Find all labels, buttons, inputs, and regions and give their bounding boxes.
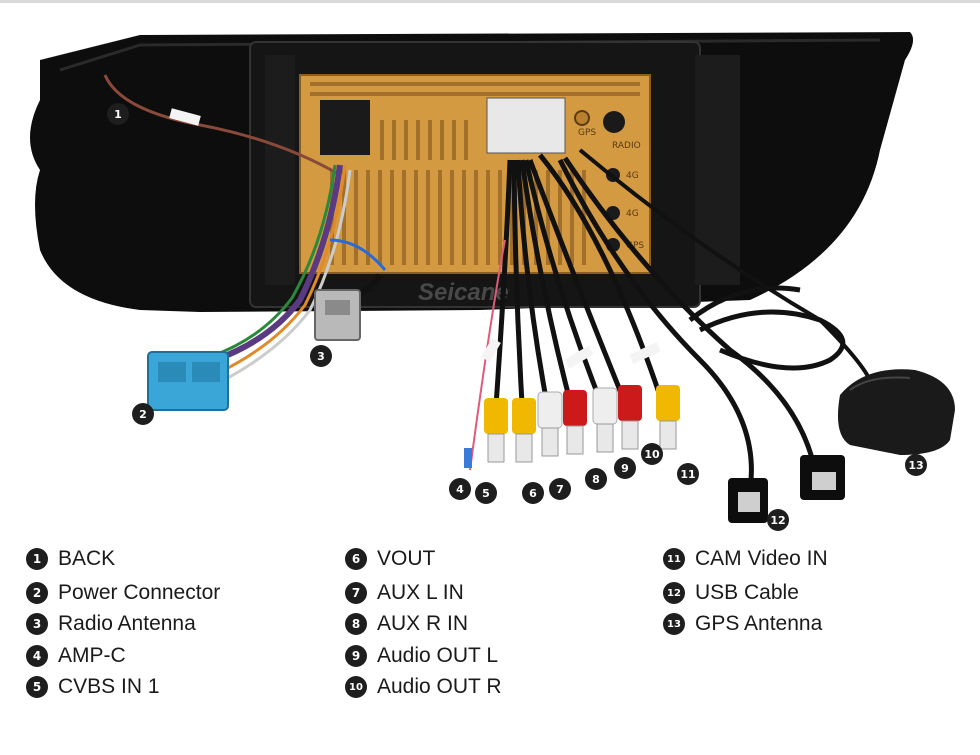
legend-number: 1: [26, 548, 48, 570]
legend-item-6: 6 VOUT: [345, 545, 435, 573]
rca-plug-9: [592, 387, 618, 453]
callout-9: 9: [614, 457, 636, 479]
callout-12: 12: [767, 509, 789, 531]
legend-item-3: 3 Radio Antenna: [26, 610, 196, 638]
gps-port-label: GPS: [578, 128, 596, 138]
legend-item-4: 4 AMP-C: [26, 642, 126, 670]
top-divider: [0, 0, 980, 3]
svg-text:2: 2: [139, 408, 147, 421]
callout-2: 2: [132, 403, 154, 425]
harness-wires: [213, 164, 343, 363]
gps-label-lower: GPS: [626, 241, 644, 251]
usb-plug-2: [800, 455, 845, 500]
blue-wire: [329, 238, 387, 271]
callout-8: 8: [585, 468, 607, 490]
gps-cable: [578, 148, 872, 381]
product-photo: GPS RADIO 4G 4G GPS Seicane: [30, 32, 955, 531]
legend-number: 10: [345, 676, 367, 698]
legend-label: USB Cable: [695, 581, 799, 604]
callout-1: 1: [107, 103, 129, 125]
svg-text:7: 7: [556, 483, 564, 496]
amp-c-wire: [469, 239, 506, 471]
av-connector: [486, 97, 566, 154]
rca-plug-10: [618, 385, 642, 450]
svg-text:11: 11: [680, 468, 695, 481]
gps-port: [574, 110, 590, 126]
back-wire-tag: [169, 108, 201, 126]
svg-text:13: 13: [908, 459, 923, 472]
svg-text:3: 3: [317, 350, 325, 363]
usb-plug-1: [728, 478, 768, 523]
rca-plug-6: [512, 398, 536, 463]
rca-plug-8: [563, 390, 587, 455]
callout-3: 3: [310, 345, 332, 367]
legend-number: 9: [345, 645, 367, 667]
legend-item-5: 5 CVBS IN 1: [26, 673, 160, 701]
legend-item-7: 7 AUX L IN: [345, 579, 464, 607]
legend-label: AMP-C: [58, 644, 126, 667]
legend-item-13: 13 GPS Antenna: [663, 610, 822, 638]
side-bracket-right: [695, 55, 740, 285]
legend-label: Power Connector: [58, 581, 221, 604]
rca-plug-5: [484, 398, 508, 463]
legend-item-2: 2 Power Connector: [26, 579, 220, 607]
legend-label: CAM Video IN: [695, 547, 828, 570]
legend-label: AUX R IN: [377, 612, 469, 635]
4g-label-1: 4G: [626, 171, 639, 181]
usb-cables: [557, 156, 846, 491]
legend-item-10: 10 Audio OUT R: [345, 673, 502, 701]
radio-port: [603, 111, 625, 133]
legend-label: AUX L IN: [377, 581, 464, 604]
callout-5: 5: [475, 482, 497, 504]
svg-text:8: 8: [592, 473, 600, 486]
legend-number: 2: [26, 582, 48, 604]
legend-label: BACK: [58, 547, 116, 570]
back-wire: [103, 74, 341, 177]
legend-item-11: 11 CAM Video IN: [663, 545, 828, 573]
legend-item-12: 12 USB Cable: [663, 579, 799, 607]
svg-text:12: 12: [770, 514, 785, 527]
legend-label: GPS Antenna: [695, 612, 823, 635]
rca-cables: [492, 153, 671, 421]
legend-number: 12: [663, 582, 685, 604]
legend-label: Audio OUT L: [377, 644, 499, 667]
rca-plug-11: [656, 385, 680, 450]
svg-text:9: 9: [621, 462, 629, 475]
legend-number: 4: [26, 645, 48, 667]
legend-item-8: 8 AUX R IN: [345, 610, 468, 638]
main-connector: [320, 100, 370, 155]
legend-number: 8: [345, 613, 367, 635]
svg-text:5: 5: [482, 487, 490, 500]
legend-number: 3: [26, 613, 48, 635]
callout-4: 4: [449, 478, 471, 500]
callout-10: 10: [641, 443, 663, 465]
legend-label: Audio OUT R: [377, 675, 502, 698]
callout-7: 7: [549, 478, 571, 500]
legend-item-1: 1 BACK: [26, 545, 115, 573]
side-bracket-left: [265, 55, 295, 285]
legend-number: 6: [345, 548, 367, 570]
legend-number: 5: [26, 676, 48, 698]
legend-label: CVBS IN 1: [58, 675, 160, 698]
rca-plug-7: [537, 391, 563, 457]
4g-label-2: 4G: [626, 209, 639, 219]
legend-item-9: 9 Audio OUT L: [345, 642, 498, 670]
svg-text:10: 10: [644, 448, 660, 461]
svg-text:6: 6: [529, 487, 537, 500]
svg-text:4: 4: [456, 483, 464, 496]
legend-label: VOUT: [377, 547, 436, 570]
legend-number: 13: [663, 613, 685, 635]
legend-number: 11: [663, 548, 685, 570]
gps-antenna: [837, 369, 955, 455]
callout-6: 6: [522, 482, 544, 504]
radio-label: RADIO: [612, 141, 641, 151]
svg-text:1: 1: [114, 108, 122, 121]
callout-13: 13: [905, 454, 927, 476]
callout-11: 11: [677, 463, 699, 485]
legend-label: Radio Antenna: [58, 612, 196, 635]
legend-number: 7: [345, 582, 367, 604]
